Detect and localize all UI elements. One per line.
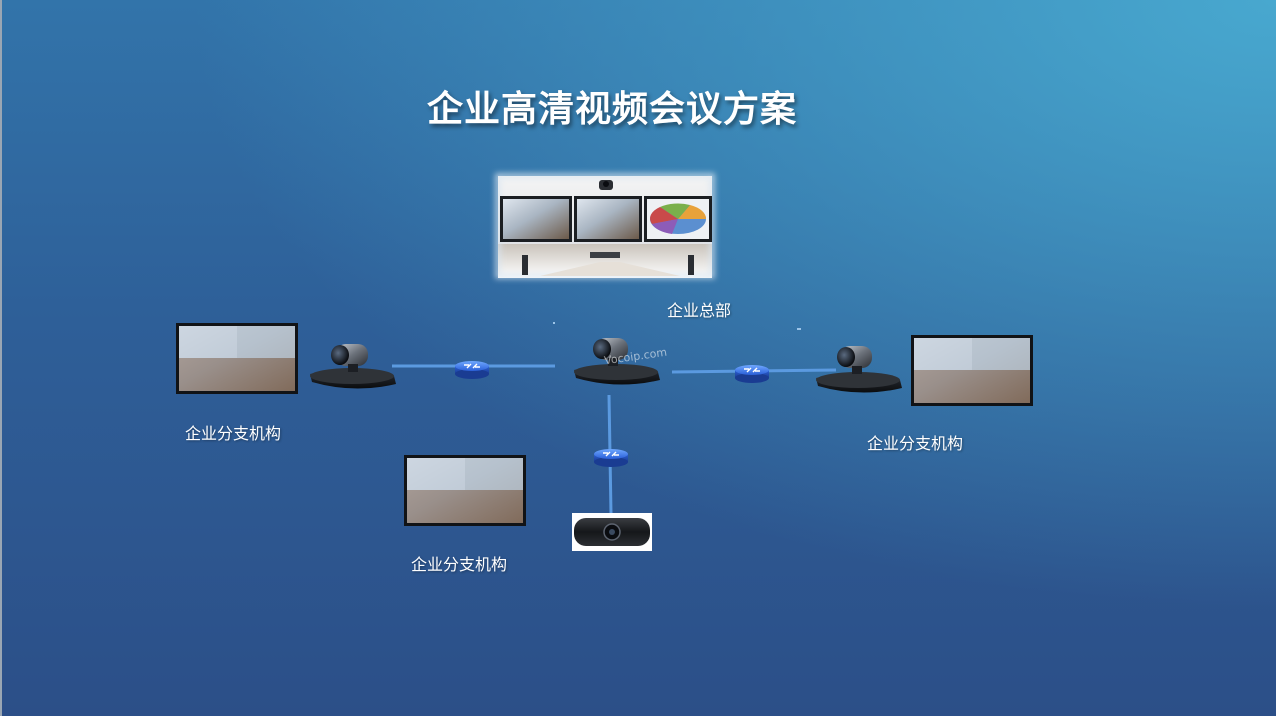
router-right-icon	[735, 365, 769, 383]
hq-video-camera-icon	[574, 338, 660, 385]
left-video-camera-icon	[310, 344, 396, 389]
decor-dot	[553, 322, 555, 324]
router-left-icon	[455, 361, 489, 379]
branch-bottom-label: 企业分支机构	[411, 555, 508, 574]
branch-left-label: 企业分支机构	[185, 424, 282, 443]
right-branch-screen-image	[911, 335, 1033, 406]
bottom-branch-screen-image	[404, 455, 526, 526]
branch-right-label: 企业分支机构	[867, 434, 964, 453]
hq-conference-room-image	[495, 173, 715, 279]
slide-title: 企业高清视频会议方案	[427, 89, 798, 130]
left-branch-screen-image	[176, 323, 298, 394]
decor-dot	[797, 328, 801, 330]
hq-label: 企业总部	[667, 301, 732, 320]
slide-left-border	[0, 0, 2, 716]
right-video-camera-icon	[816, 346, 902, 393]
soundbar-camera-icon	[572, 513, 652, 551]
router-bottom-icon	[594, 449, 628, 467]
